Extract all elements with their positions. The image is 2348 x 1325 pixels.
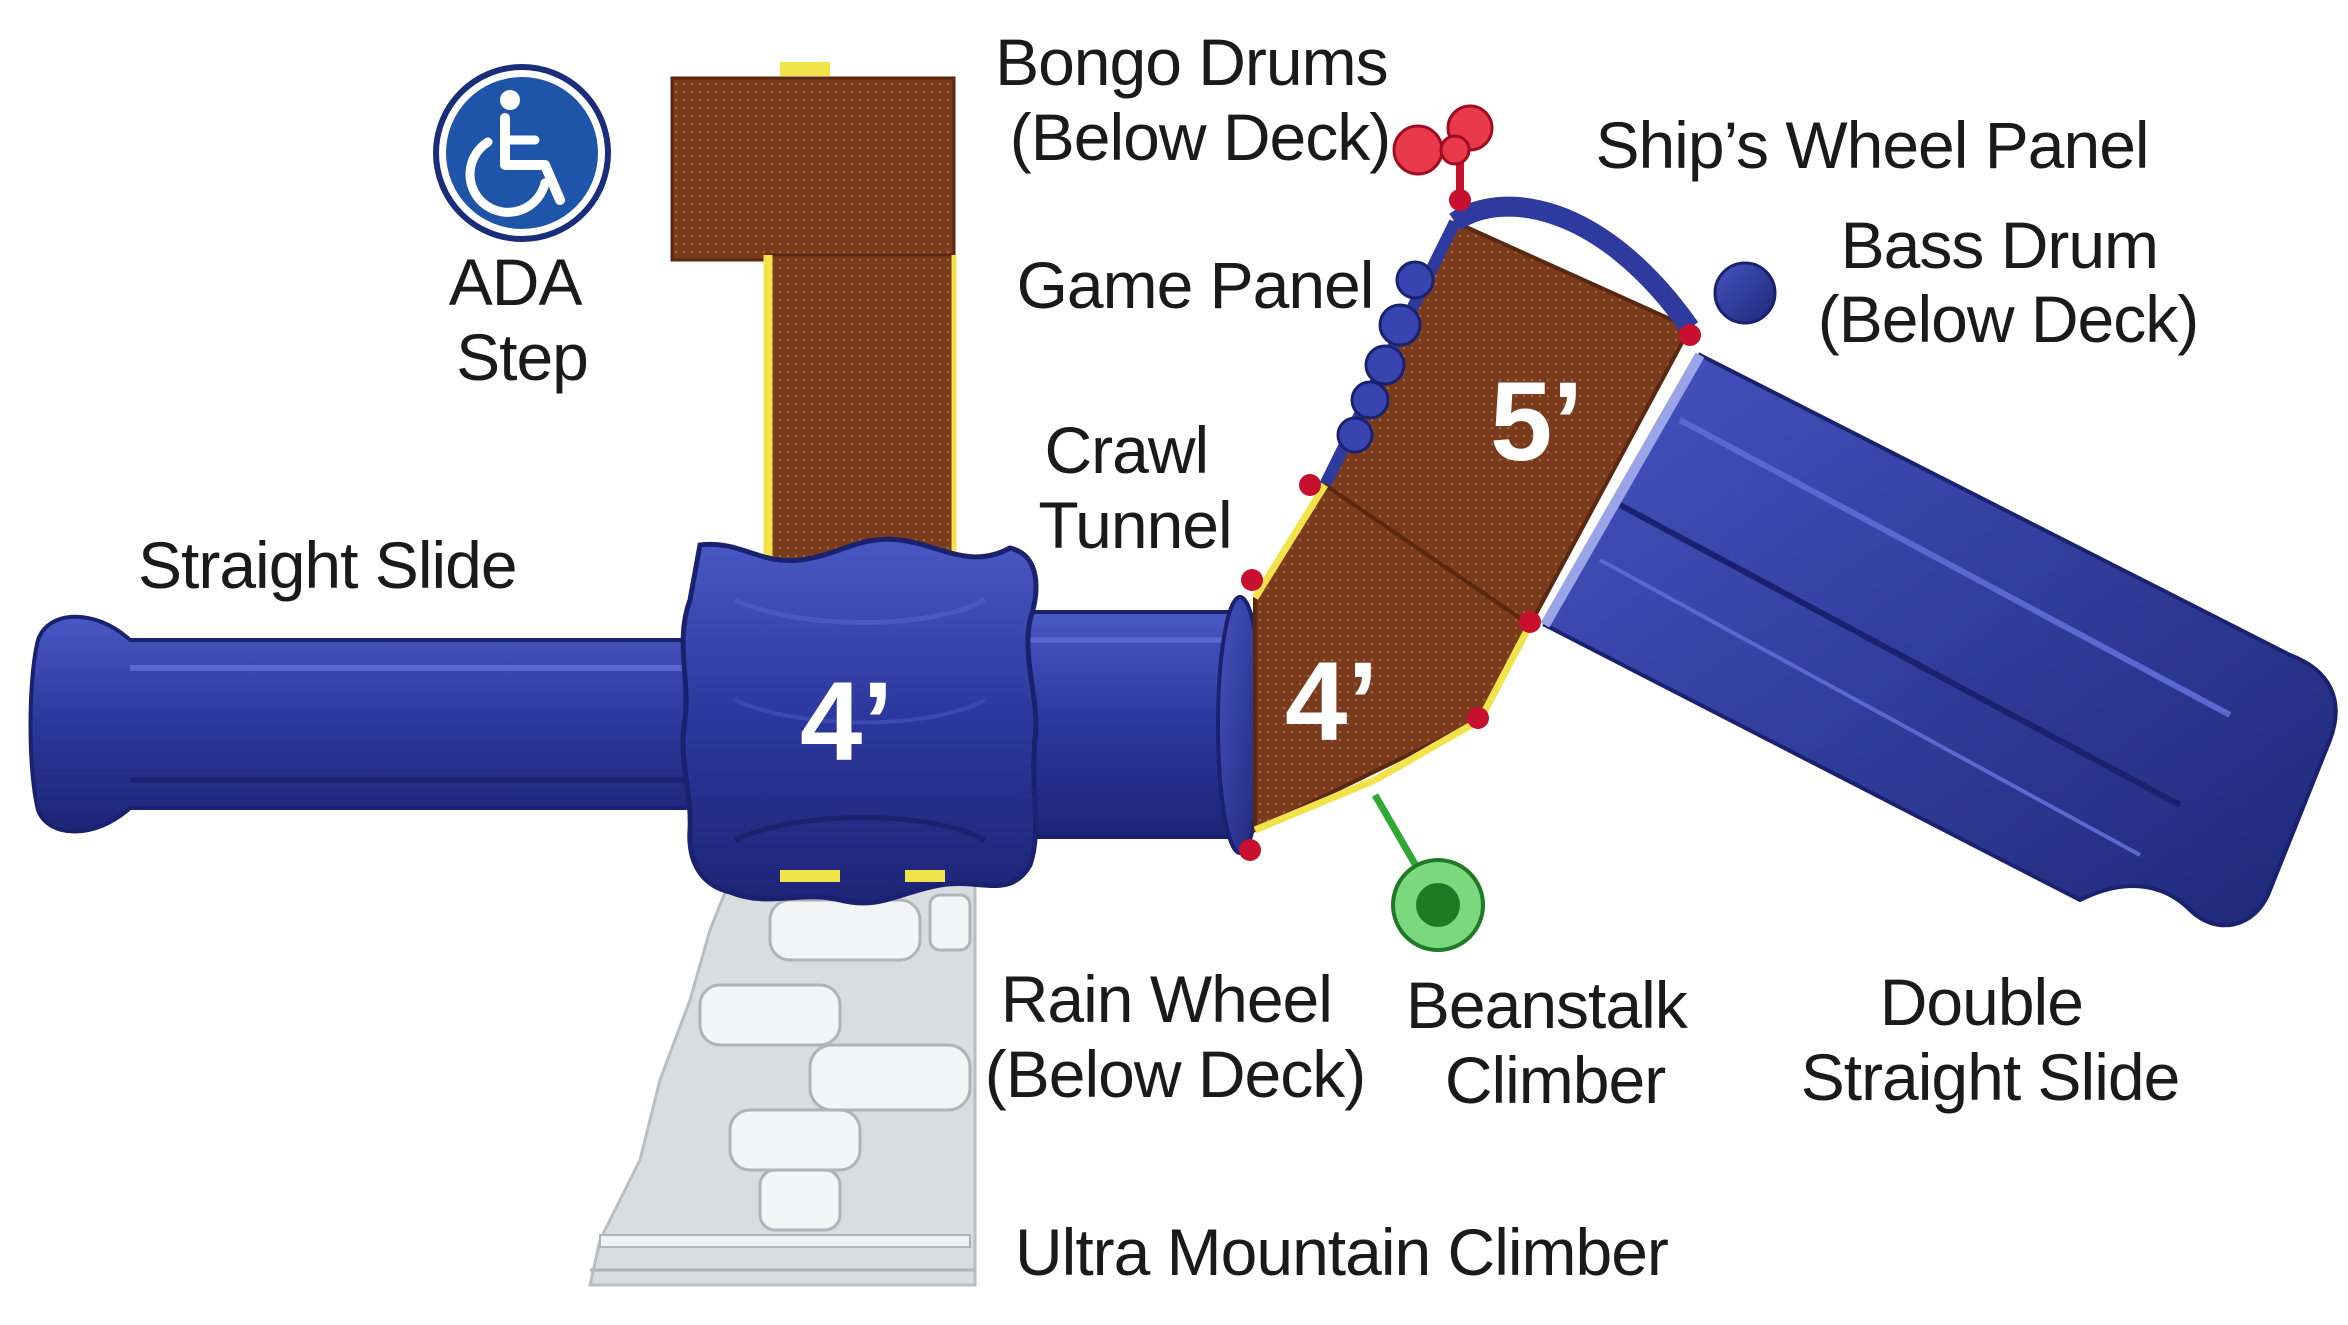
crawl-tunnel (998, 595, 1264, 855)
crawl-tunnel-label: Crawl Tunnel (1038, 413, 1231, 562)
beanstalk-label: Beanstalk Climber (1406, 968, 1704, 1117)
bass-drum-label: Bass Drum (Below Deck) (1818, 208, 2198, 356)
bass-drum (1713, 261, 1777, 325)
middle-deck-4ft (1252, 482, 1534, 834)
game-panel (1336, 260, 1435, 454)
ada-step-deck (670, 62, 957, 577)
game-panel-label: Game Panel (1017, 248, 1374, 322)
rain-wheel-label: Rain Wheel (Below Deck) (985, 962, 1365, 1111)
straight-slide (28, 614, 722, 834)
ultra-mountain-label: Ultra Mountain Climber (1015, 1215, 1668, 1289)
deck-clamps (1239, 189, 1701, 861)
double-straight-slide (1540, 352, 2338, 928)
bongo-drums (1392, 104, 1494, 205)
straight-slide-label: Straight Slide (138, 528, 517, 602)
bongo-drums-label: Bongo Drums (Below Deck) (995, 25, 1405, 174)
ultra-mountain-climber (588, 878, 977, 1287)
middle-deck-height: 4’ (1285, 639, 1378, 764)
upper-deck-height: 5’ (1490, 359, 1583, 484)
left-deck-height: 4’ (800, 659, 893, 784)
wheelchair-icon (433, 64, 611, 242)
double-slide-label: Double Straight Slide (1801, 965, 2180, 1114)
beanstalk-climber (1371, 793, 1485, 952)
left-deck-4ft (680, 536, 1039, 906)
ada-step-label: ADA Step (449, 245, 595, 394)
ships-wheel-label: Ship’s Wheel Panel (1595, 108, 2148, 182)
